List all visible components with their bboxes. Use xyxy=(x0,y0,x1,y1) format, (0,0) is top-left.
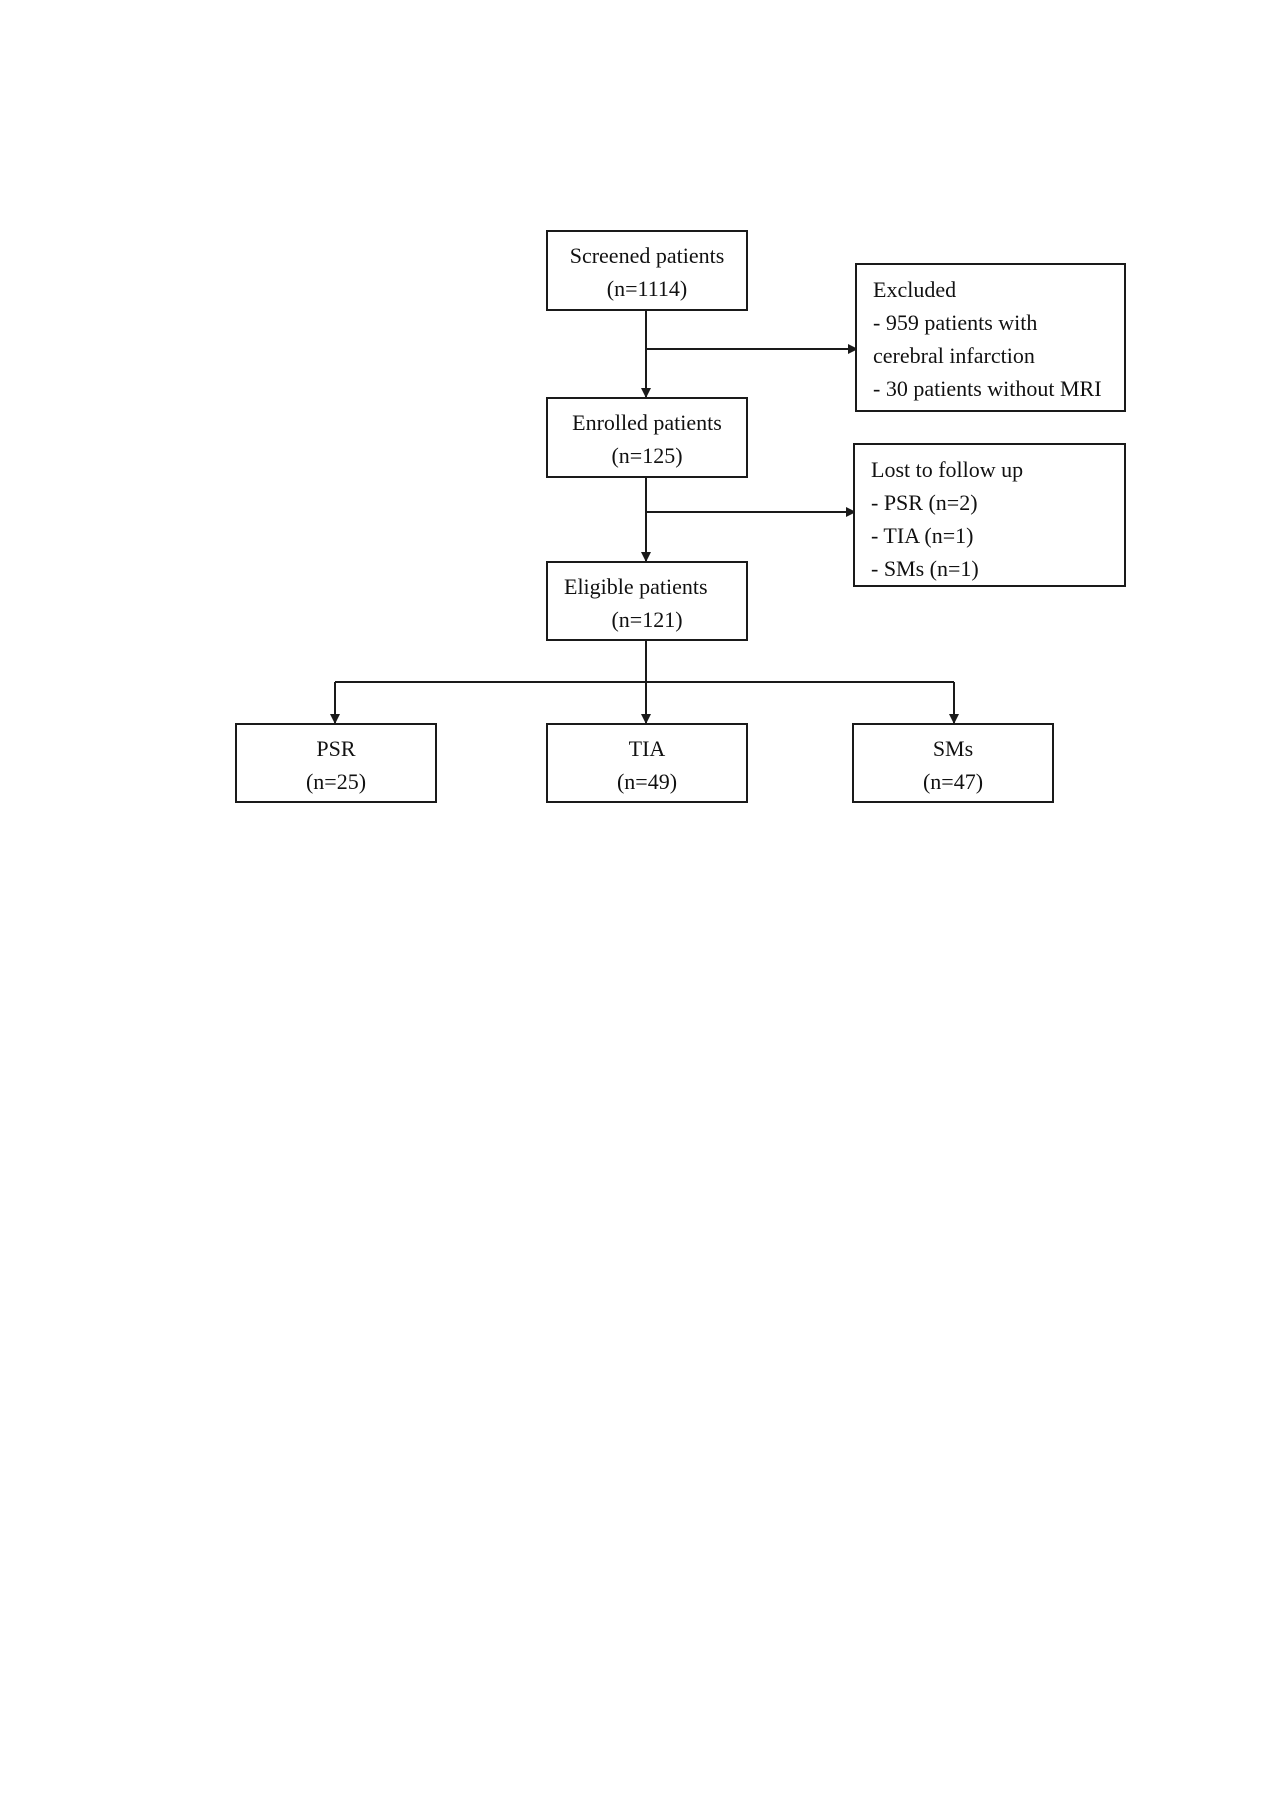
tia-count: (n=49) xyxy=(616,769,678,794)
eligible-title: Eligible patients xyxy=(564,574,708,599)
eligible-count: (n=121) xyxy=(611,607,683,632)
group-box-psr: PSR (n=25) xyxy=(235,723,437,803)
screened-title: Screened patients xyxy=(569,243,725,268)
lost-to-follow-up-box: Lost to follow up - PSR (n=2) - TIA (n=1… xyxy=(853,443,1126,587)
excluded-line-2: cerebral infarction xyxy=(873,343,1035,368)
group-box-sms: SMs (n=47) xyxy=(852,723,1054,803)
lost-line-sms: - SMs (n=1) xyxy=(871,556,979,581)
screened-count: (n=1114) xyxy=(606,276,688,301)
excluded-title: Excluded xyxy=(873,277,957,302)
excluded-line-3: - 30 patients without MRI xyxy=(873,376,1102,401)
tia-title: TIA xyxy=(628,736,666,761)
psr-title: PSR xyxy=(316,736,356,761)
lost-line-tia: - TIA (n=1) xyxy=(871,523,974,548)
excluded-line-1: - 959 patients with xyxy=(873,310,1038,335)
enrolled-patients-box: Enrolled patients (n=125) xyxy=(546,397,748,478)
enrolled-title: Enrolled patients xyxy=(572,410,722,435)
psr-count: (n=25) xyxy=(305,769,367,794)
enrolled-count: (n=125) xyxy=(611,443,683,468)
eligible-patients-box: Eligible patients (n=121) xyxy=(546,561,748,641)
sms-count: (n=47) xyxy=(922,769,984,794)
group-box-tia: TIA (n=49) xyxy=(546,723,748,803)
screened-patients-box: Screened patients (n=1114) xyxy=(546,230,748,311)
excluded-box: Excluded - 959 patients with cerebral in… xyxy=(855,263,1126,412)
lost-line-psr: - PSR (n=2) xyxy=(871,490,978,515)
sms-title: SMs xyxy=(932,736,974,761)
lost-title: Lost to follow up xyxy=(871,457,1024,482)
